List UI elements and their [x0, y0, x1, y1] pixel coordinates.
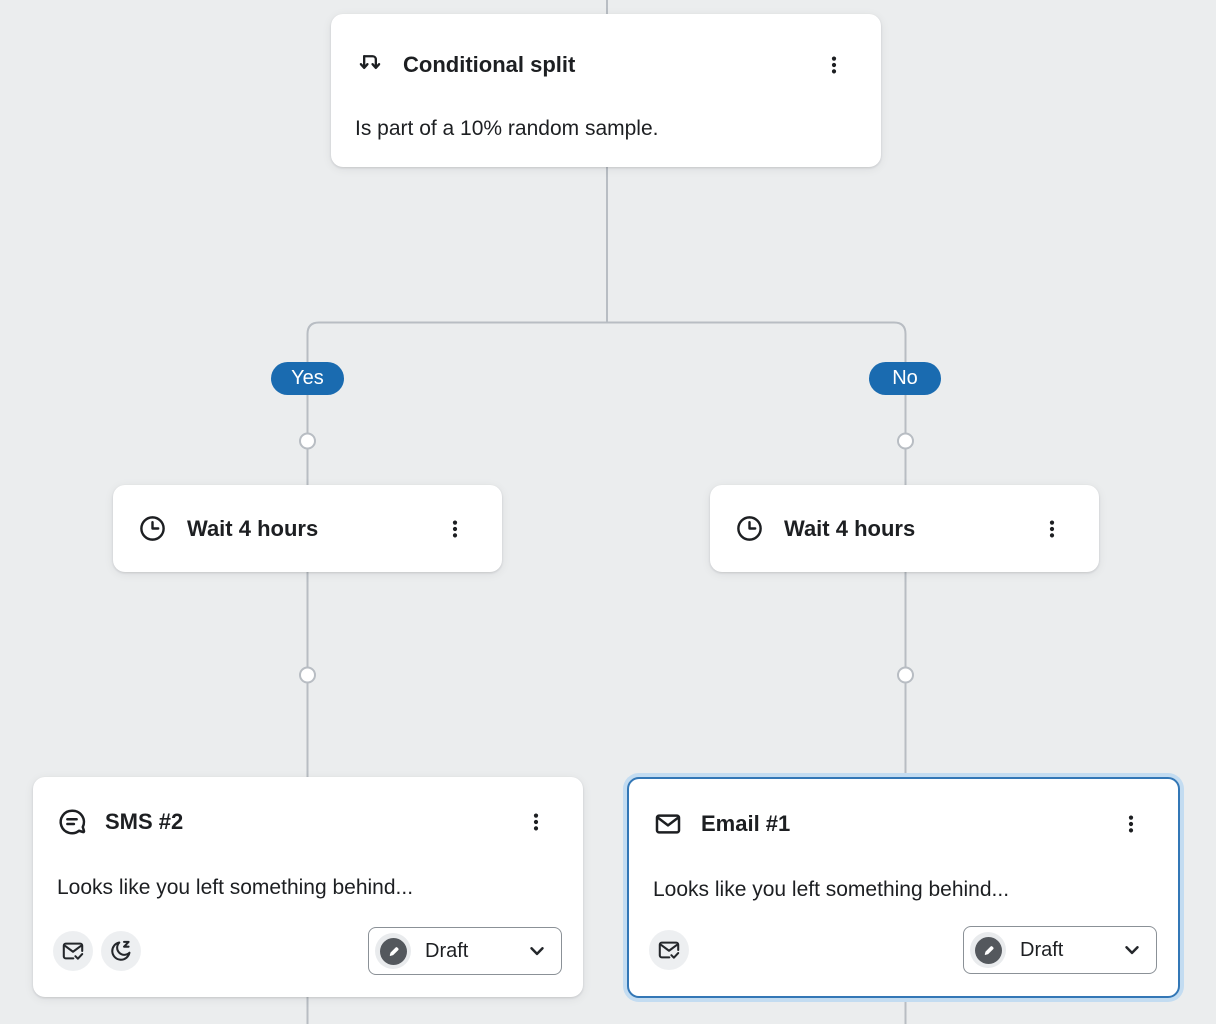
- kebab-icon: [533, 813, 539, 831]
- clock-icon: [734, 514, 764, 544]
- setting-chips: [649, 930, 689, 970]
- branch-badge-yes: Yes: [271, 362, 344, 395]
- email-check-icon: [649, 930, 689, 970]
- setting-chips: [53, 931, 141, 971]
- card-footer: Draft: [649, 926, 1157, 974]
- split-condition-text: Is part of a 10% random sample.: [355, 117, 659, 140]
- node-title: Conditional split: [403, 52, 576, 77]
- draft-pencil-icon: [970, 932, 1006, 968]
- connector-handle[interactable]: [897, 666, 914, 684]
- more-options-button[interactable]: [1041, 514, 1063, 544]
- chevron-down-icon: [525, 939, 549, 963]
- connector-handle[interactable]: [299, 432, 316, 450]
- kebab-icon: [1128, 815, 1134, 833]
- more-options-button[interactable]: [525, 807, 547, 837]
- email-envelope-icon: [653, 809, 683, 839]
- node-title: Wait 4 hours: [784, 515, 916, 541]
- card-header: Email #1: [653, 809, 1142, 839]
- status-dropdown[interactable]: Draft: [368, 927, 562, 975]
- clock-icon: [137, 514, 167, 544]
- conditional-split-card[interactable]: Conditional split Is part of a 10% rando…: [331, 14, 881, 167]
- connector-handle[interactable]: [299, 666, 316, 684]
- email-check-icon: [53, 931, 93, 971]
- email-card[interactable]: Email #1 Looks like you left something b…: [627, 777, 1180, 998]
- node-title: SMS #2: [105, 809, 184, 834]
- card-header: SMS #2: [57, 807, 547, 837]
- status-label: Draft: [425, 939, 469, 962]
- connector-branch: [306, 321, 907, 487]
- wait-card-yes[interactable]: Wait 4 hours: [113, 485, 502, 572]
- connector-handle[interactable]: [897, 432, 914, 450]
- more-options-button[interactable]: [444, 514, 466, 544]
- chevron-down-icon: [1120, 938, 1144, 962]
- card-header: Conditional split: [355, 50, 845, 80]
- quiet-hours-moon-icon: [101, 931, 141, 971]
- kebab-icon: [831, 56, 837, 74]
- message-preview: Looks like you left something behind...: [653, 878, 1010, 901]
- split-arrows-icon: [355, 50, 385, 80]
- more-options-button[interactable]: [823, 50, 845, 80]
- sms-card[interactable]: SMS #2 Looks like you left something beh…: [33, 777, 583, 997]
- kebab-icon: [1049, 519, 1055, 538]
- wait-card-no[interactable]: Wait 4 hours: [710, 485, 1099, 572]
- status-label: Draft: [1020, 938, 1064, 961]
- sms-bubble-icon: [57, 807, 87, 837]
- node-title: Wait 4 hours: [187, 515, 319, 541]
- node-title: Email #1: [701, 811, 791, 836]
- branch-badge-no: No: [869, 362, 941, 395]
- card-footer: Draft: [53, 927, 562, 975]
- kebab-icon: [452, 519, 458, 538]
- draft-pencil-icon: [375, 933, 411, 969]
- more-options-button[interactable]: [1120, 809, 1142, 839]
- status-dropdown[interactable]: Draft: [963, 926, 1157, 974]
- message-preview: Looks like you left something behind...: [57, 876, 414, 899]
